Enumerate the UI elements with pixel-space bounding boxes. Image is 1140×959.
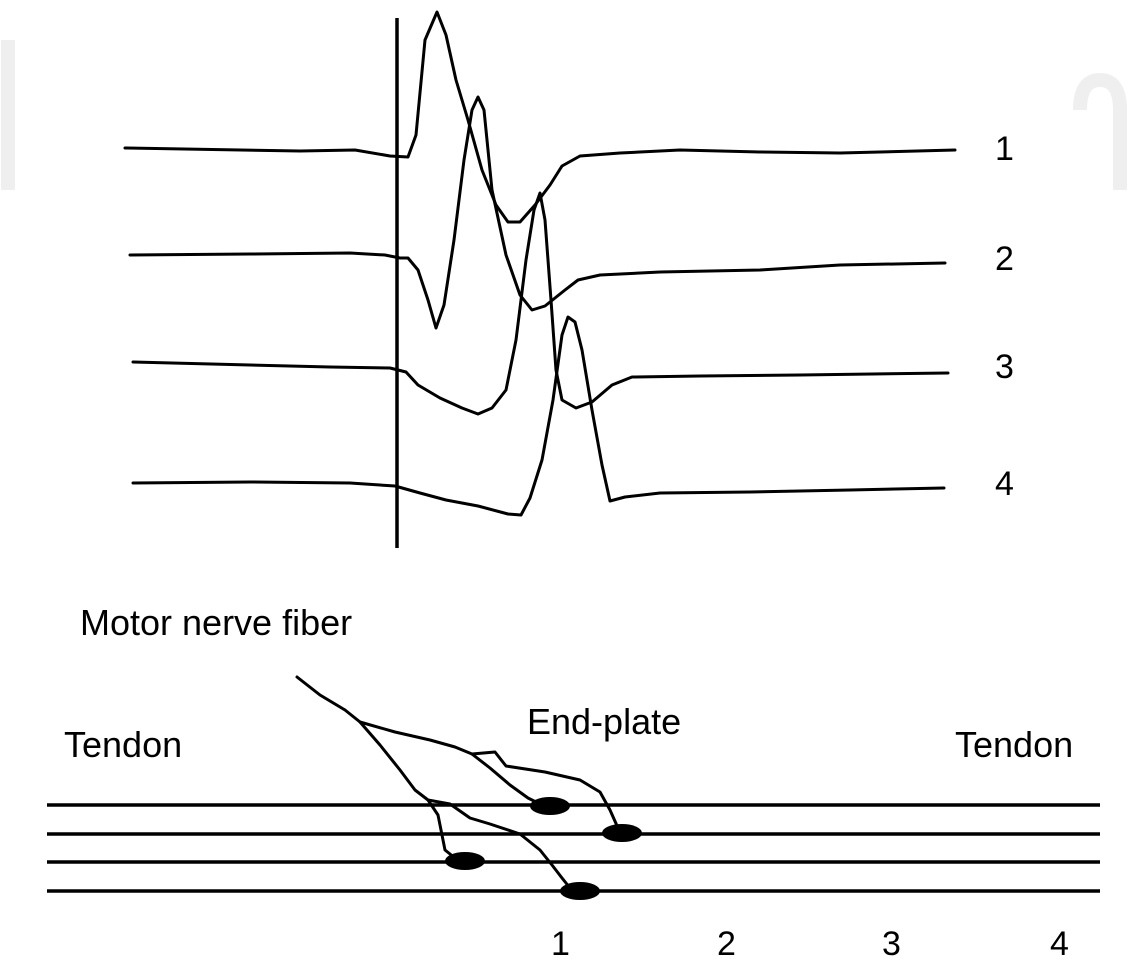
end-plate-1 (530, 797, 570, 815)
trace-3 (131, 191, 950, 416)
trace-label-2: 2 (995, 240, 1014, 278)
trace-2 (128, 95, 947, 330)
trace-label-4: 4 (995, 465, 1014, 503)
tendon-left-label: Tendon (64, 724, 182, 765)
end-plate-label: End-plate (527, 701, 681, 742)
tendon-right-label: Tendon (955, 724, 1073, 765)
trace-4 (131, 315, 946, 517)
end-plate-2 (602, 824, 642, 842)
trace-label-1: 1 (995, 130, 1014, 168)
position-label-2: 2 (717, 925, 736, 959)
watermark (1, 40, 1127, 190)
motor-nerve-fiber-label: Motor nerve fiber (80, 602, 352, 643)
motor-nerve-branches (295, 675, 620, 890)
position-label-4: 4 (1050, 925, 1069, 959)
end-plate-4 (560, 882, 600, 900)
position-label-3: 3 (882, 925, 901, 959)
end-plate-3 (445, 852, 485, 870)
trace-label-3: 3 (995, 348, 1014, 386)
position-label-1: 1 (551, 925, 570, 959)
trace-1 (123, 10, 957, 224)
